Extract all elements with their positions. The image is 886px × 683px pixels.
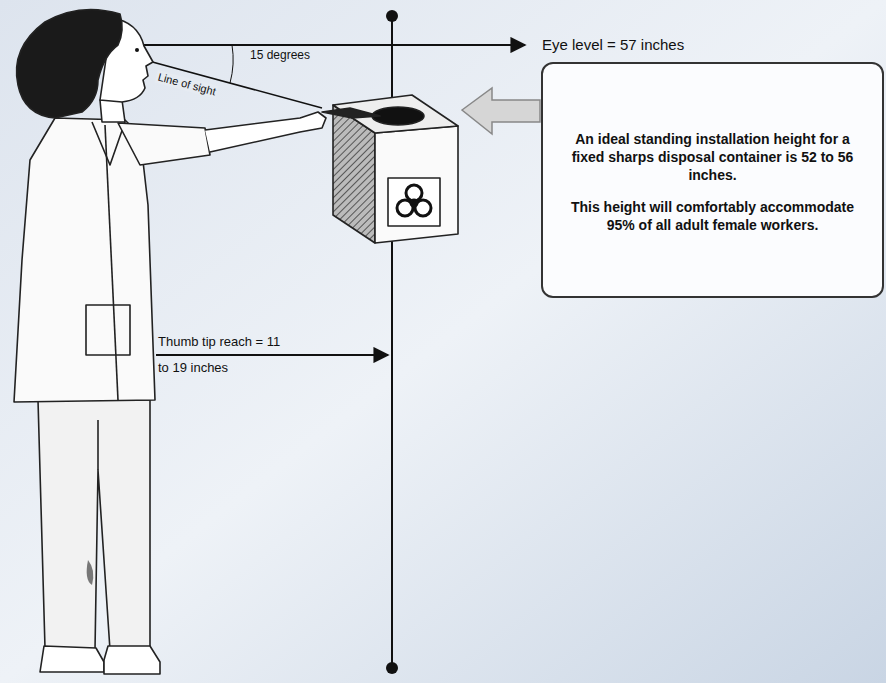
sharp-needle	[322, 108, 380, 118]
eye-level-arrow	[142, 44, 525, 46]
eye-level-label: Eye level = 57 inches	[542, 36, 684, 54]
worker-figure	[14, 10, 326, 675]
trouser-seam	[97, 420, 99, 470]
pointer-arrow	[462, 88, 540, 134]
forearm-hand	[205, 112, 326, 152]
coat-edge	[105, 125, 118, 400]
shoe	[40, 646, 104, 672]
callout-text: An ideal standing installation height fo…	[569, 130, 856, 184]
trousers	[38, 400, 150, 650]
lab-coat	[14, 118, 155, 402]
reach-label: Thumb tip reach = 11 to 19 inches	[158, 329, 286, 381]
pole-dot	[386, 10, 398, 22]
biohazard-symbol	[397, 185, 431, 216]
shoe	[104, 646, 160, 674]
eye	[135, 48, 139, 52]
line-of-sight	[145, 60, 322, 108]
sharps-container	[322, 95, 458, 243]
pocket	[86, 305, 130, 355]
callout-text: This height will comfortably accommodate…	[569, 198, 856, 234]
container-front	[375, 126, 458, 243]
sleeve	[118, 123, 210, 165]
neck	[100, 100, 125, 122]
callout-box: An ideal standing installation height fo…	[541, 62, 884, 298]
pole-dot	[386, 662, 398, 674]
thumb-reach-arrow	[156, 354, 388, 356]
trouser-shading	[87, 560, 94, 585]
hair	[17, 10, 123, 119]
angle-label: Line of sight	[155, 70, 220, 99]
biohazard-label	[388, 178, 440, 226]
angle-arc	[230, 45, 233, 83]
angle-label: 15 degrees	[250, 48, 310, 62]
